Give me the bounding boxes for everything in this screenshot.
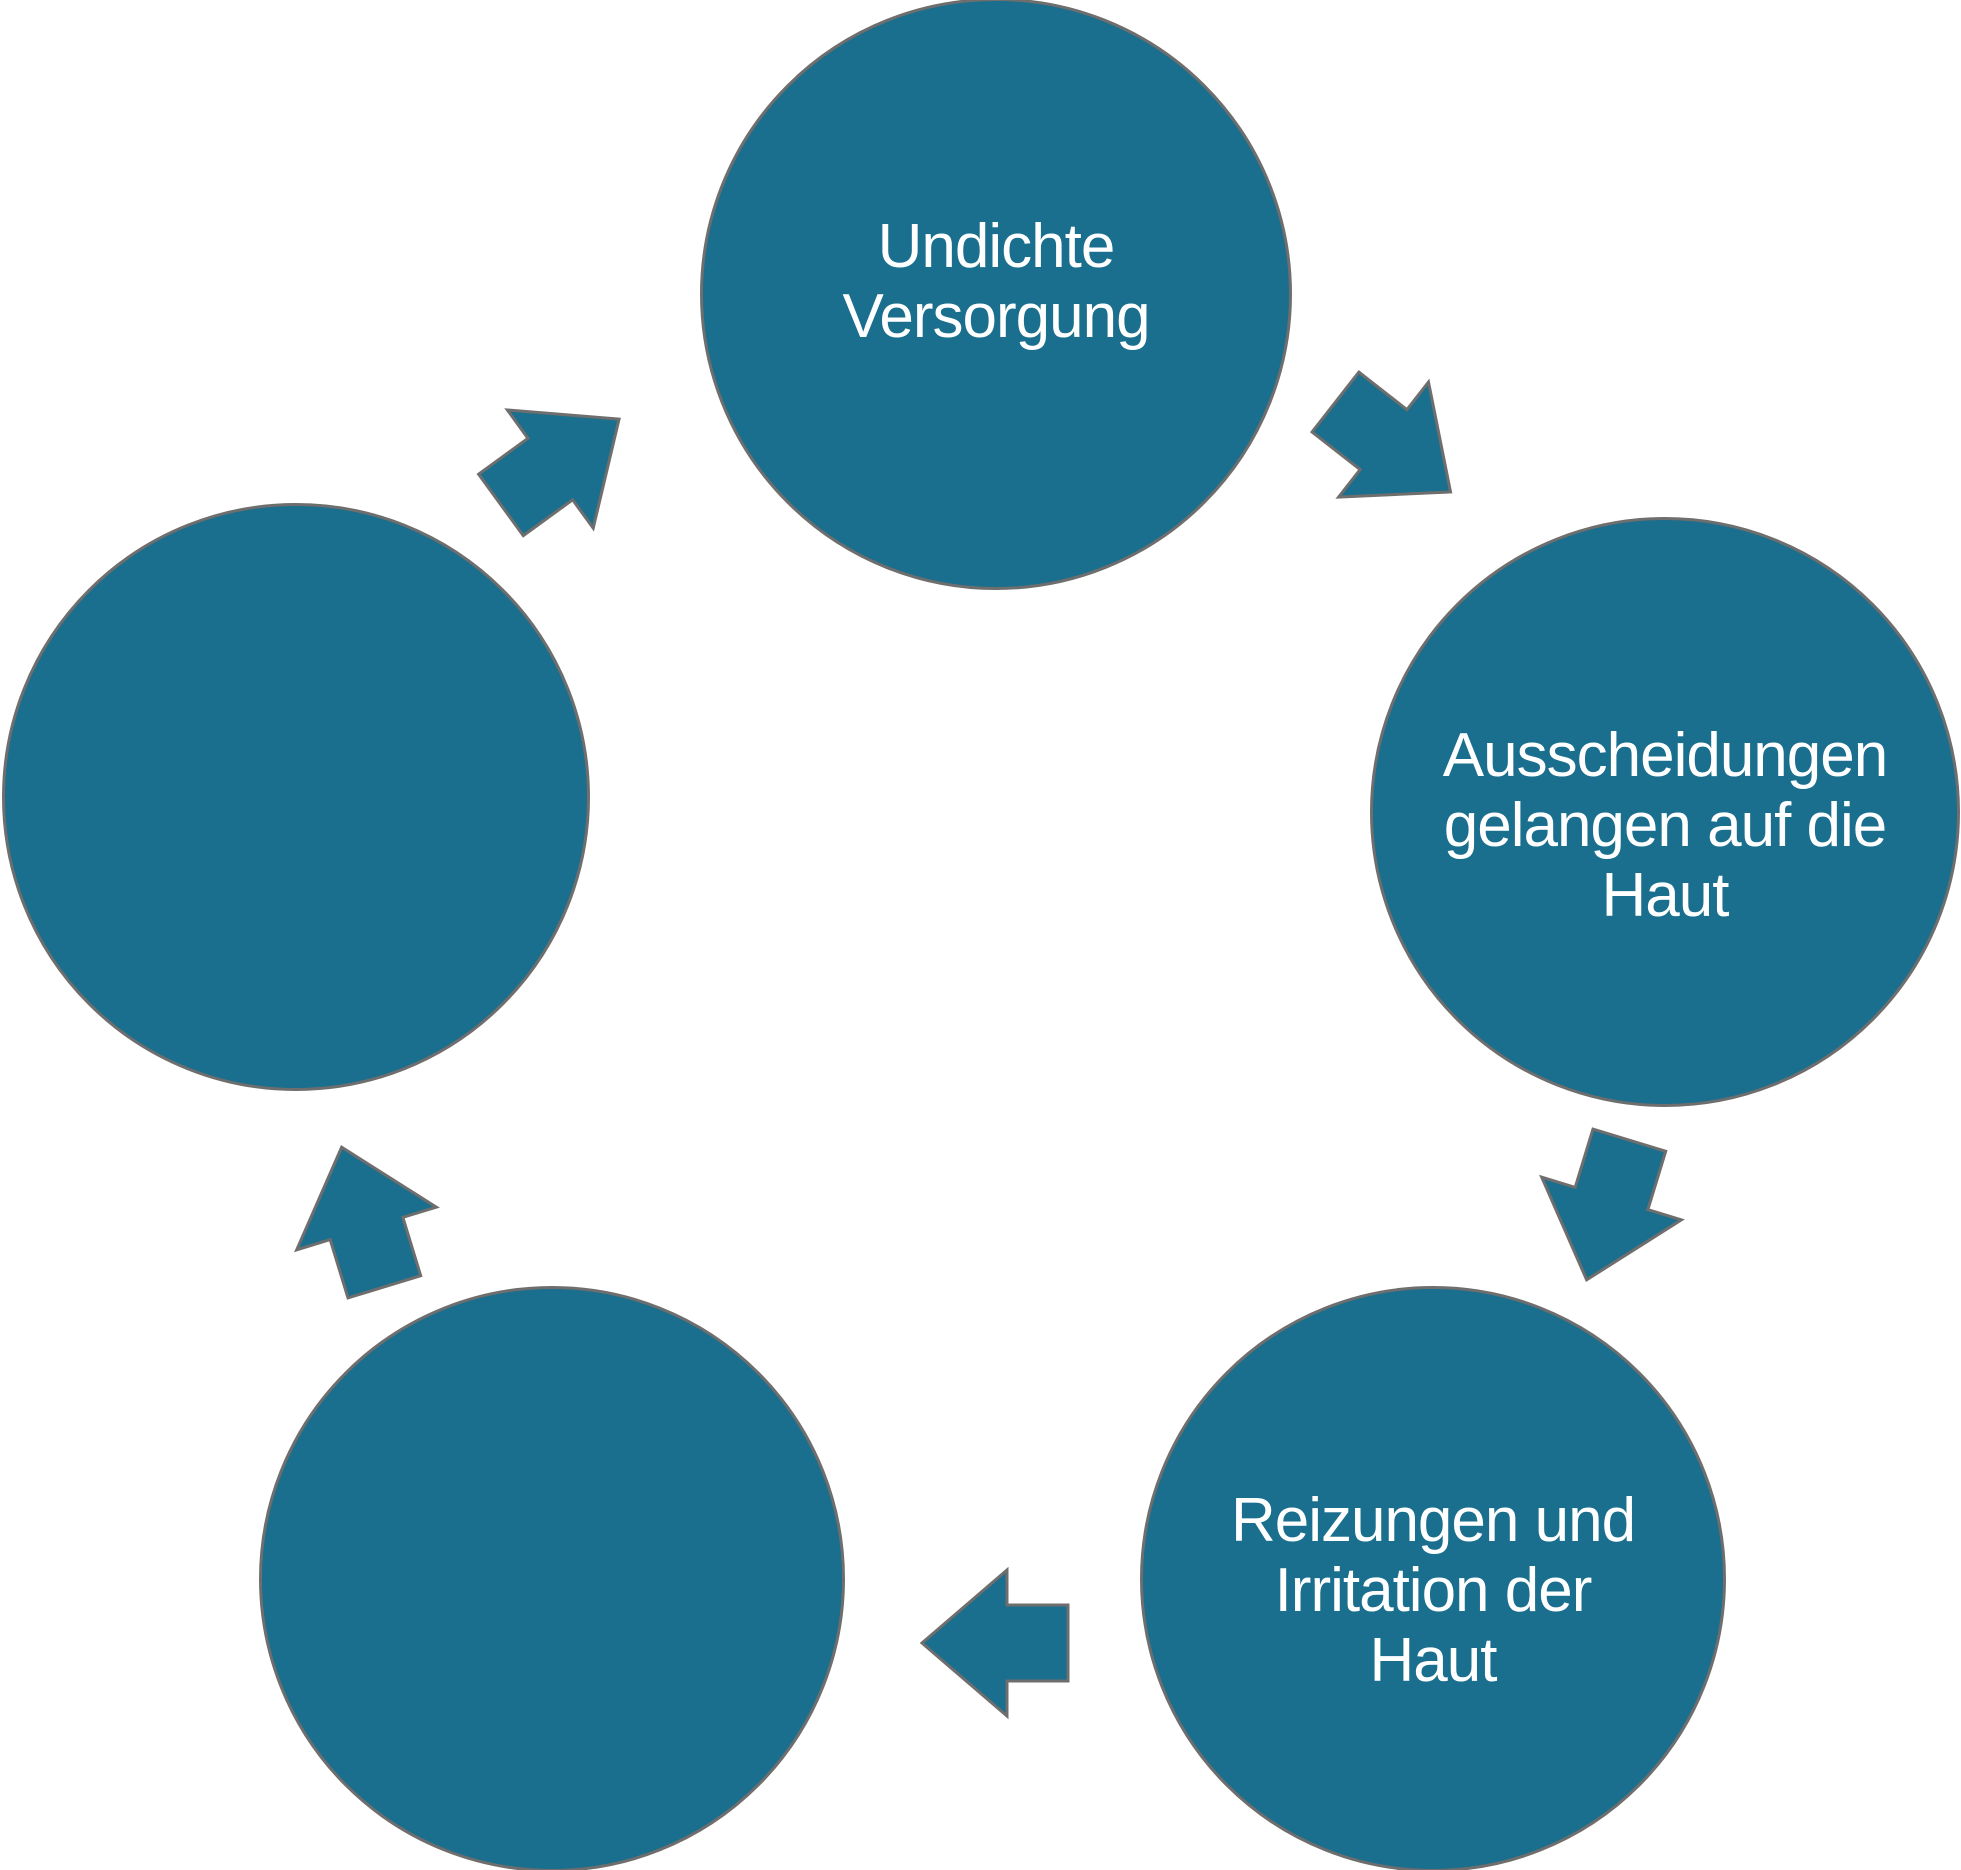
- node-label-line: Irritation der: [1274, 1556, 1593, 1625]
- block-arrow-shape: [1309, 370, 1453, 499]
- node-label-line: gelangen auf die: [1443, 791, 1888, 860]
- cycle-node-ausscheidungen: Ausscheidungen gelangen auf die Haut: [1370, 517, 1960, 1107]
- block-arrow-shape: [919, 1566, 1070, 1720]
- arrow-bottom-left-to-left-icon: [269, 1123, 456, 1310]
- arrow-bottom-right-to-bottom-left-icon: [919, 1566, 1070, 1720]
- block-arrow-shape: [294, 1144, 440, 1300]
- node-label-line: Reizungen und: [1230, 1486, 1636, 1555]
- node-label: Reizungen und Irritation der Haut: [1230, 1486, 1636, 1696]
- node-label-line: Haut: [1369, 1626, 1498, 1695]
- node-label-line: Versorgung: [842, 282, 1150, 351]
- node-label-line: Haut: [1601, 861, 1730, 930]
- node-label-line: Ausscheidungen: [1442, 721, 1888, 790]
- node-label: Undichte Versorgung: [842, 212, 1150, 352]
- arrow-left-to-top-icon: [455, 357, 665, 567]
- node-label: Ausscheidungen gelangen auf die Haut: [1442, 721, 1888, 931]
- arrow-top-to-right-icon: [1288, 342, 1499, 553]
- block-arrow-shape: [1539, 1127, 1685, 1283]
- block-arrow-shape: [476, 408, 621, 538]
- cycle-node-empty-bottom-left: [259, 1286, 845, 1870]
- cycle-node-empty-left: [2, 503, 590, 1091]
- arrow-right-to-bottom-right-icon: [1514, 1116, 1701, 1303]
- cycle-node-undichte-versorgung: Undichte Versorgung: [700, 0, 1292, 590]
- cycle-node-reizungen-irritation: Reizungen und Irritation der Haut: [1140, 1286, 1726, 1870]
- node-label-line: Undichte: [877, 212, 1116, 281]
